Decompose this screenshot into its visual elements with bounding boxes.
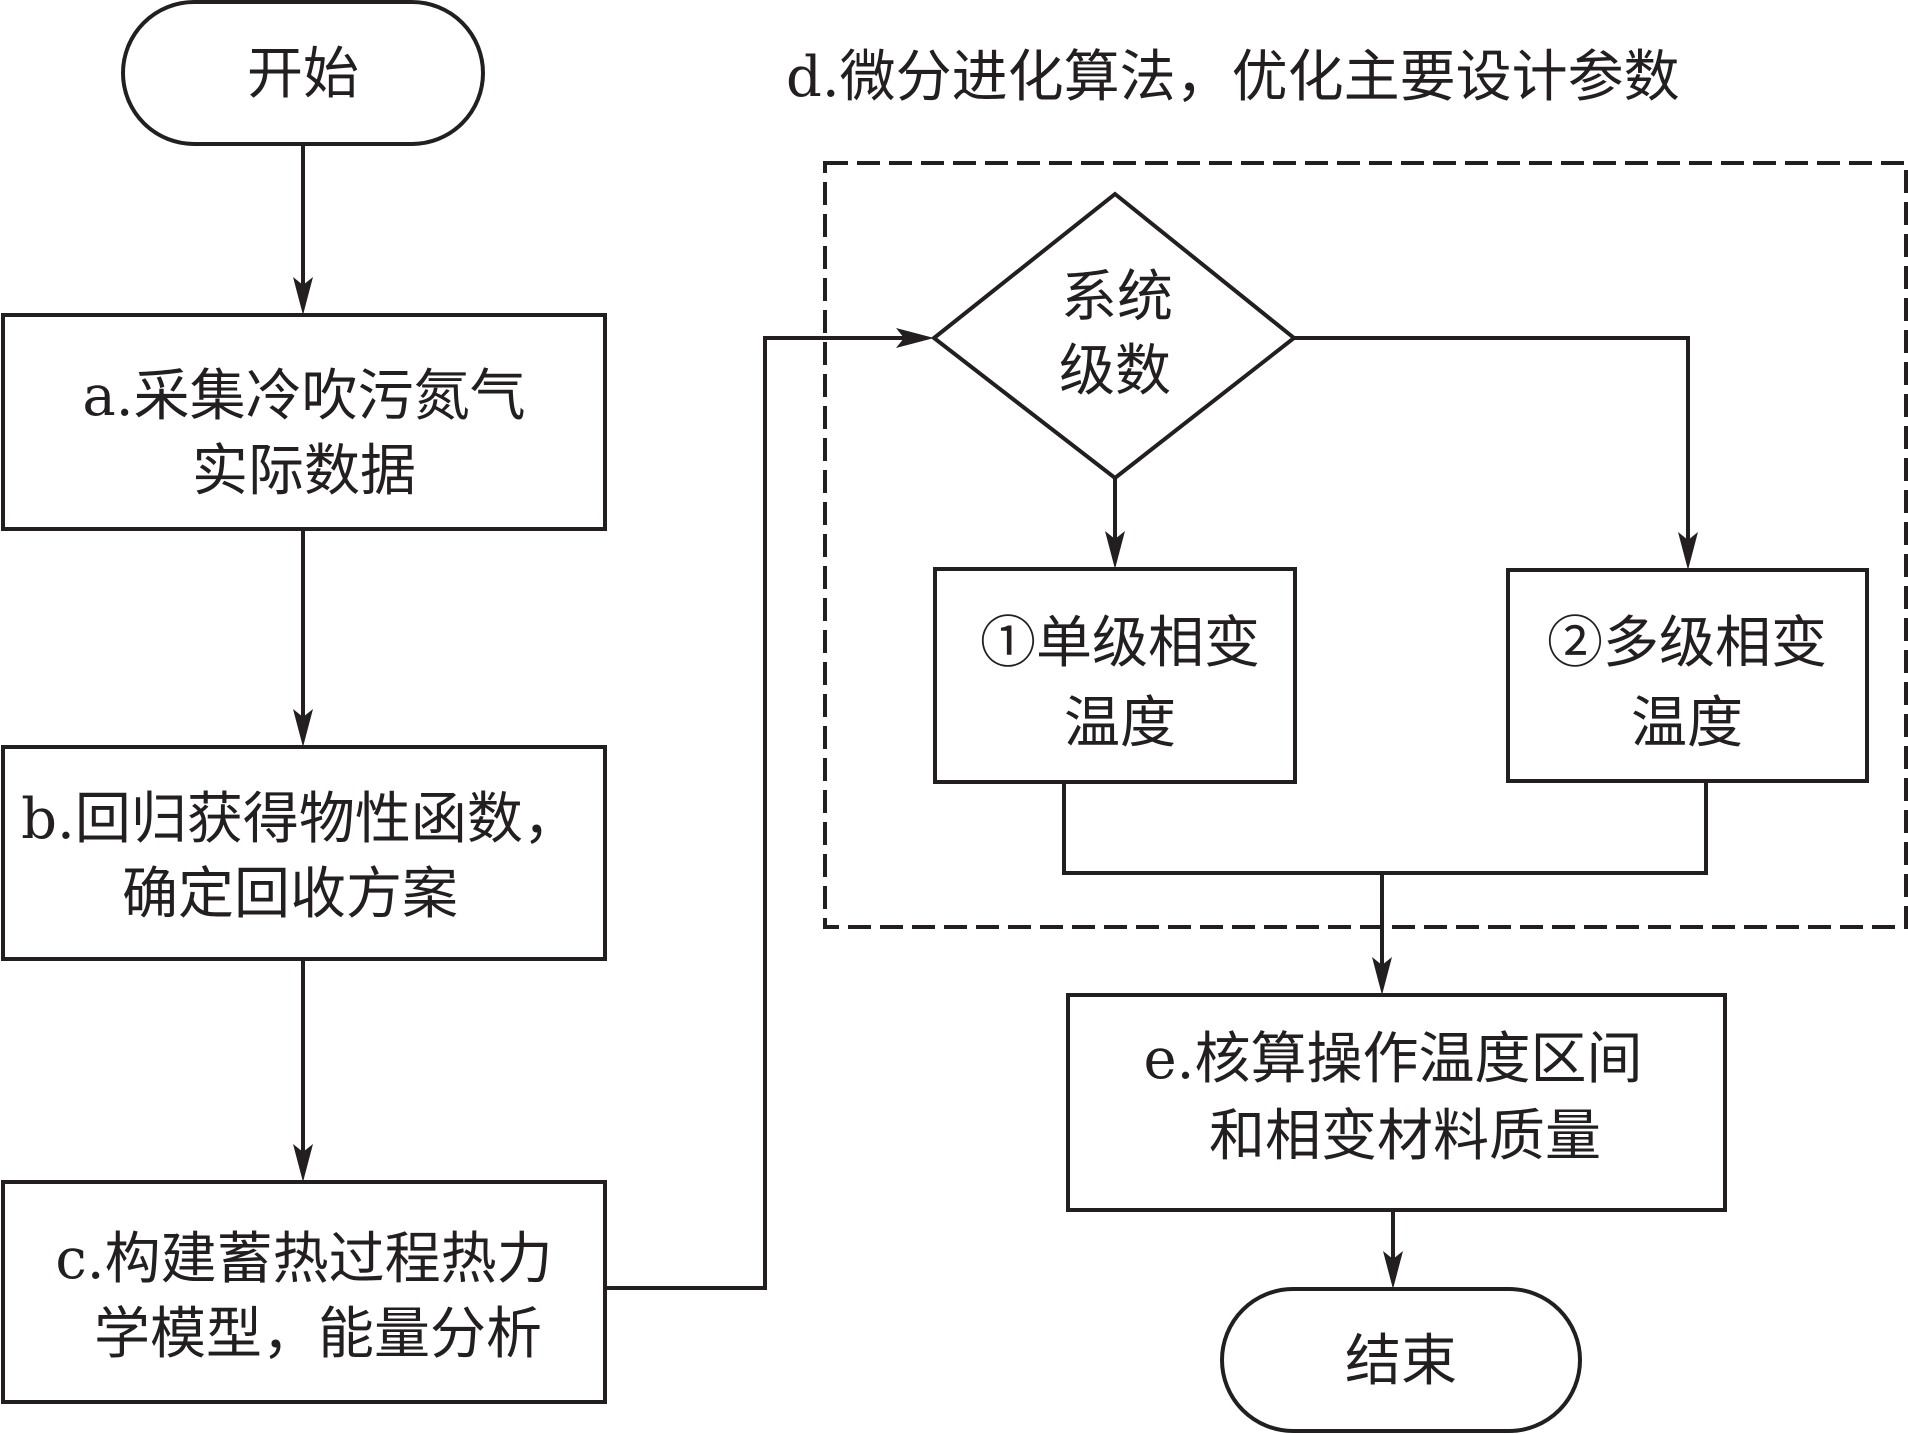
decision-diamond: 系统 级数 [930,191,1298,481]
arrow-start-to-a [293,144,313,315]
step-e-line1: e.核算操作温度区间 [1144,1027,1643,1092]
step-a-line1: a.采集冷吹污氮气 [82,364,525,429]
option2-line1: ②多级相变 [1547,611,1827,676]
step-e-line2: 和相变材料质量 [1209,1104,1601,1169]
end-terminal: 结束 [1220,1287,1582,1433]
arrow-c-to-decision [605,328,934,1290]
end-label: 结束 [1345,1329,1457,1394]
group-d-title: d.微分进化算法，优化主要设计参数 [786,45,1680,110]
step-e-box: e.核算操作温度区间 和相变材料质量 [1066,993,1727,1212]
arrow-b-to-c [293,959,313,1182]
step-a-box: a.采集冷吹污氮气 实际数据 [1,313,607,531]
arrow-decision-to-option2 [1294,336,1698,570]
step-c-line1: c.构建蓄热过程热力 [55,1227,552,1292]
step-b-line1: b.回归获得物性函数， [21,787,579,852]
step-b-box: b.回归获得物性函数， 确定回收方案 [1,745,607,961]
arrow-decision-to-option1 [1105,478,1125,569]
step-c-line2: 学模型，能量分析 [94,1302,542,1367]
decision-line1: 系统 [1061,265,1173,330]
start-label: 开始 [247,42,359,107]
arrow-options-to-e [1062,781,1708,995]
step-b-line2: 确定回收方案 [122,862,458,927]
option2-box: ②多级相变 温度 [1506,568,1869,783]
option2-line2: 温度 [1631,691,1743,756]
decision-line2: 级数 [1059,339,1171,404]
option1-box: ①单级相变 温度 [933,567,1297,784]
group-d-dashed-frame [823,161,1908,929]
step-c-box: c.构建蓄热过程热力 学模型，能量分析 [1,1180,607,1404]
arrow-a-to-b [293,529,313,747]
start-terminal: 开始 [121,0,485,146]
option1-line1: ①单级相变 [980,611,1260,676]
step-a-line2: 实际数据 [192,439,416,504]
option1-line2: 温度 [1064,691,1176,756]
arrow-e-to-end [1383,1210,1403,1289]
